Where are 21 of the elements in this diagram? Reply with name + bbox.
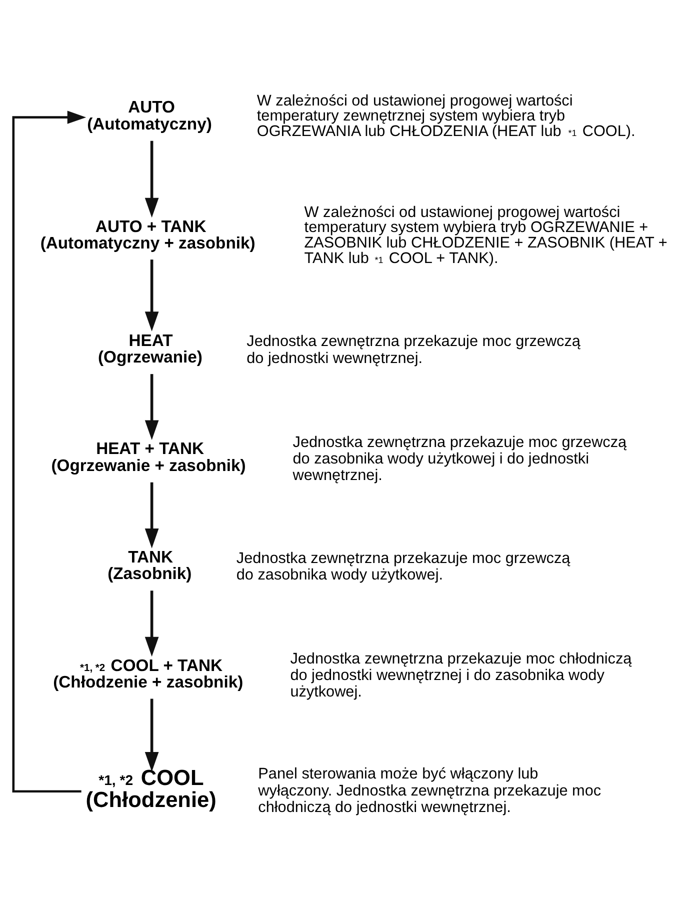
- node-label: Panel sterowania może być włączony lub wyłączony. Jednostka zewnętrzna przekazuje moc chłodniczą do jednostki wewnętrznej.: [258, 765, 602, 816]
- arrow: [144, 698, 159, 772]
- arrow: [144, 590, 159, 656]
- node-label: Jednostka zewnętrzna przekazuje moc grzewczą do jednostki wewnętrznej.: [246, 332, 580, 366]
- node-text: HEAT + TANK (Ogrzewanie + zasobnik): [51, 438, 246, 474]
- node-label: Jednostka zewnętrzna przekazuje moc grzewczą do zasobnika wody użytkowej i do jednostki wewnętrznej.: [292, 433, 627, 484]
- node-text: *1, *2 COOL (Chłodzenie): [86, 764, 216, 812]
- arrow: [144, 374, 159, 440]
- arrow: [12, 110, 86, 792]
- node-text: AUTO + TANK (Automatyczny + zasobnik): [40, 216, 256, 252]
- node-text: *1, *2 COOL + TANK (Chłodzenie + zasobnik): [53, 655, 244, 691]
- arrow: [144, 259, 159, 331]
- arrow: [144, 482, 159, 548]
- node-text: TANK (Zasobnik): [108, 547, 192, 583]
- node-label: Jednostka zewnętrzna przekazuje moc chłodniczą do jednostki wewnętrznej i do zasobnika wody użytkowej.: [290, 650, 632, 700]
- node-text: HEAT (Ogrzewanie): [98, 330, 202, 366]
- node-text: AUTO (Automatyczny): [87, 97, 212, 133]
- node-label: W zależności od ustawionej progowej wartości temperatury system wybiera tryb OGRZEWANIE + ZASOBNIK lub CHŁODZENIE + ZASOBNIK (HEAT + TANK lub *1 COOL + TANK).: [304, 203, 668, 266]
- arrow: [144, 140, 159, 218]
- node-label: W zależności od ustawionej progowej wartości temperatury zewnętrznej system wybiera tryb OGRZEWANIA lub CHŁODZENIA (HEAT lub *1 COOL).: [256, 92, 636, 140]
- node-label: Jednostka zewnętrzna przekazuje moc grzewczą do zasobnika wody użytkowej.: [236, 549, 570, 583]
